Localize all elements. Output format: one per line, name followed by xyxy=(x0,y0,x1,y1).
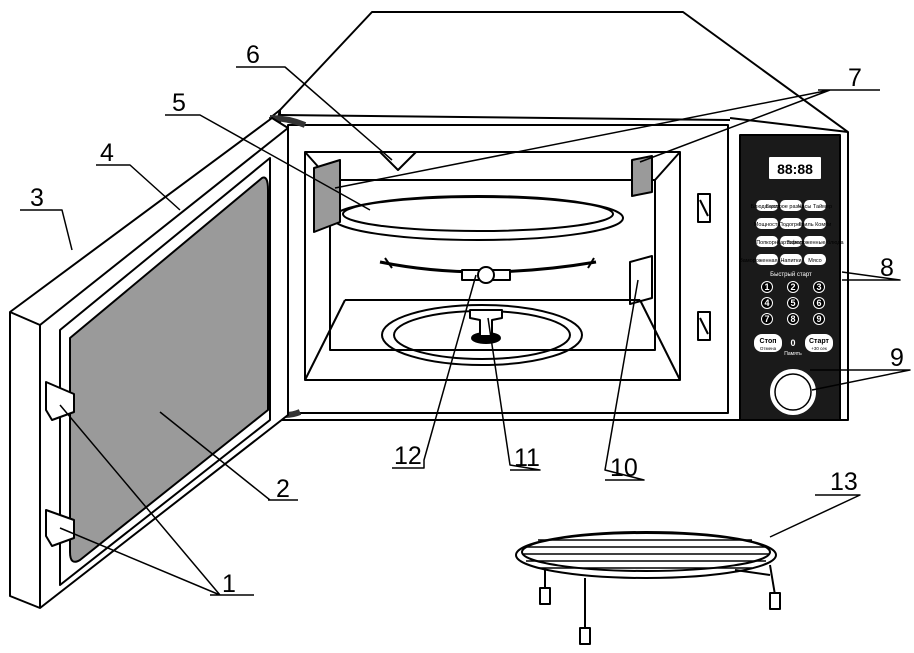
cavity-corner-tr xyxy=(654,151,681,181)
btn-grill-dishes[interactable]: Блюда гриль xyxy=(751,204,784,210)
key-2[interactable]: 2 xyxy=(790,282,795,292)
cabinet-front-top-edge xyxy=(279,114,731,121)
key-3[interactable]: 3 xyxy=(816,282,821,292)
callout-6: 6 xyxy=(246,41,260,69)
turntable-coupler xyxy=(469,309,503,337)
glass-tray-inner xyxy=(342,196,614,232)
quick-start-label: Быстрый старт xyxy=(770,271,812,278)
btn-drinks[interactable]: Напитки xyxy=(780,258,801,264)
key-7[interactable]: 7 xyxy=(764,314,769,324)
door-front-top xyxy=(39,127,289,326)
floor-ring-outer xyxy=(381,304,583,366)
start-button[interactable]: Старт xyxy=(809,338,830,345)
number-keys: 1 2 3 4 5 6 7 8 9 xyxy=(761,281,825,325)
key-5[interactable]: 5 xyxy=(790,298,795,308)
btn-frozen-pizza[interactable]: Замороженная пицца xyxy=(739,258,795,264)
callout-11: 11 xyxy=(514,444,540,472)
btn-popcorn[interactable]: Попкорн xyxy=(756,240,778,246)
rack-guide-left xyxy=(313,159,341,233)
roller-ring-axle xyxy=(477,266,495,284)
key-1[interactable]: 1 xyxy=(764,282,769,292)
btn-clock-timer[interactable]: Часы Таймер xyxy=(798,203,832,210)
display-readout: 88:88 xyxy=(777,161,813,177)
waveguide-cover xyxy=(629,255,653,305)
rack-foot-1 xyxy=(539,587,551,605)
bottom-keys: Стоп Отмена 0 Память Старт +30 сек xyxy=(754,334,833,357)
callout-9: 9 xyxy=(890,344,904,372)
key-9[interactable]: 9 xyxy=(816,314,821,324)
rack-guide-right xyxy=(631,155,653,197)
oven-cavity xyxy=(304,151,681,381)
latch-slot-top xyxy=(697,193,711,223)
btn-quick-defrost[interactable]: Быстрое размораж. xyxy=(766,204,817,210)
door-latch-top xyxy=(45,381,75,421)
callout-5: 5 xyxy=(172,89,186,117)
btn-reheat[interactable]: Подогрев xyxy=(779,222,803,228)
btn-power[interactable]: Мощность xyxy=(754,222,781,228)
grill-heater xyxy=(379,151,417,171)
grill-rack-bars xyxy=(522,539,770,569)
roller-ring-wheels xyxy=(384,257,595,269)
stop-button[interactable]: Стоп xyxy=(760,338,777,345)
key-0[interactable]: 0 xyxy=(790,338,795,348)
grill-rack-inner xyxy=(521,532,771,572)
btn-frozen[interactable]: Замороженные блюда xyxy=(786,240,844,246)
callout-2: 2 xyxy=(276,475,290,503)
cavity-corner-br xyxy=(639,299,681,381)
door-window xyxy=(69,176,269,563)
callout-3: 3 xyxy=(30,184,44,212)
panel-row-3: Попкорн Картофель Замороженные блюда xyxy=(756,236,844,247)
key-4[interactable]: 4 xyxy=(764,298,769,308)
grill-rack-legs xyxy=(544,564,776,630)
callout-4: 4 xyxy=(100,139,114,167)
callout-8: 8 xyxy=(880,254,894,282)
callout-10: 10 xyxy=(610,454,638,482)
stop-sub: Отмена xyxy=(760,346,777,351)
leader-lines xyxy=(20,66,911,596)
key-8[interactable]: 8 xyxy=(790,314,795,324)
panel-buttons: Блюда гриль Быстрое размораж. Часы Тайме… xyxy=(739,200,844,278)
latch-slot-bottom xyxy=(697,311,711,341)
panel-row-1: Блюда гриль Быстрое размораж. Часы Тайме… xyxy=(751,200,832,211)
callout-12: 12 xyxy=(394,442,422,470)
btn-grill-combi[interactable]: Гриль Комби xyxy=(799,222,832,228)
rack-foot-2 xyxy=(579,627,591,645)
btn-meat[interactable]: Мясо xyxy=(808,258,821,264)
memory-label: Память xyxy=(784,351,802,357)
callout-13: 13 xyxy=(830,468,858,496)
cavity-corner-bl xyxy=(304,299,346,381)
start-sub: +30 сек xyxy=(811,346,827,351)
callout-7: 7 xyxy=(848,64,862,92)
rack-foot-3 xyxy=(769,592,781,610)
panel-row-2: Мощность Подогрев Гриль Комби xyxy=(754,218,832,229)
key-6[interactable]: 6 xyxy=(816,298,821,308)
btn-potato[interactable]: Картофель xyxy=(777,240,805,246)
callout-1: 1 xyxy=(222,570,236,598)
panel-row-4: Замороженная пицца Напитки Мясо xyxy=(739,254,826,265)
callout-labels: 1 2 3 4 5 6 7 8 9 10 11 12 13 xyxy=(30,41,904,598)
display-window xyxy=(769,157,821,179)
door-seal xyxy=(59,157,271,586)
